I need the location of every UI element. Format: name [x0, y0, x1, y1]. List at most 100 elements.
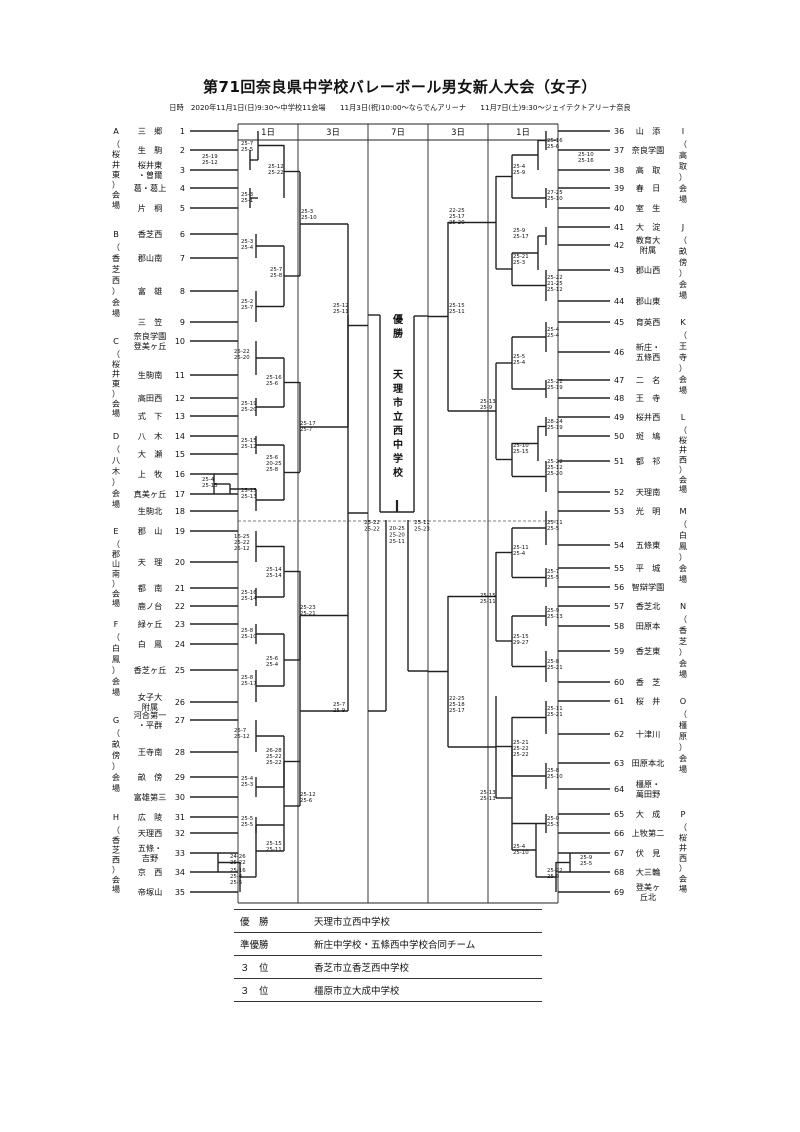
- team-name-right: 室 生: [636, 203, 661, 213]
- venue-char-right: （: [679, 822, 687, 832]
- match-score: 25-7: [300, 427, 312, 433]
- match-score: 25-4: [266, 662, 279, 668]
- venue-letter-left: D: [113, 431, 119, 441]
- venue-char-left: 場: [112, 783, 120, 793]
- match-score: 25-5: [230, 880, 242, 886]
- venue-letter-left: G: [113, 715, 119, 725]
- match-score: 25-7: [547, 569, 559, 575]
- team-number-right: 68: [614, 868, 624, 877]
- match-score: 22-25: [449, 208, 465, 214]
- match-score: 25-5: [241, 147, 253, 153]
- match-score: 25-23: [300, 605, 316, 611]
- match-score: 25-15: [241, 488, 257, 494]
- team-name-left: 畝 傍: [138, 772, 163, 782]
- venue-char-right: 場: [679, 484, 687, 494]
- venue-char-right: 畝: [679, 246, 687, 256]
- match-score: 25-17: [513, 234, 529, 240]
- match-score: 25-3: [241, 239, 253, 245]
- match-score: 25-21: [547, 712, 563, 718]
- team-number-right: 40: [614, 204, 624, 213]
- team-number-left: 15: [175, 450, 185, 459]
- team-name-left: 附属: [142, 702, 158, 712]
- venue-char-left: 郡: [112, 549, 120, 559]
- match-score: 25-9: [547, 874, 560, 880]
- team-name-right: 田原本: [636, 621, 661, 631]
- match-score: 21-25: [547, 281, 563, 287]
- venue-char-right: （: [679, 330, 687, 340]
- venue-char-right: 井: [679, 843, 687, 853]
- match-score: 25-19: [547, 385, 563, 391]
- venue-char-left: （: [112, 632, 120, 642]
- venue-char-right: 傍: [679, 257, 687, 267]
- team-name-left: 鹿ノ台: [138, 601, 163, 611]
- result-rank: ３ 位: [234, 955, 308, 979]
- venue-char-right: 高: [679, 150, 687, 160]
- match-score: 25-22: [547, 868, 563, 874]
- match-score: 25-8: [547, 768, 560, 774]
- team-number-right: 36: [614, 127, 624, 136]
- team-number-left: 32: [175, 829, 185, 838]
- team-name-left: ・曽爾: [138, 170, 163, 180]
- team-name-left: 白 鳳: [138, 639, 163, 649]
- venue-char-right: （: [679, 709, 687, 719]
- venue-letter-right: N: [680, 601, 686, 611]
- venue-char-left: 井: [112, 369, 120, 379]
- team-name-right: 五條西: [636, 352, 661, 362]
- team-name-right: 都 祁: [636, 456, 661, 466]
- match-score: 25-20: [547, 471, 563, 477]
- team-number-right: 49: [614, 413, 624, 422]
- team-name-right: 山 添: [636, 126, 661, 136]
- venue-letter-left: C: [113, 336, 119, 346]
- column-header-day3-right: 3日: [451, 127, 465, 137]
- venue-char-left: 会: [112, 772, 120, 782]
- venue-char-right: ）: [679, 268, 687, 278]
- match-score: 25-15: [513, 449, 529, 455]
- champion-name-char: 学: [393, 452, 403, 465]
- venue-char-left: （: [112, 444, 120, 454]
- match-score: 25-3: [241, 192, 253, 198]
- match-score: 25-10: [513, 850, 529, 856]
- venue-letter-right: K: [680, 317, 686, 327]
- venue-char-right: 取: [679, 161, 687, 171]
- match-score: 25-4: [202, 477, 215, 483]
- match-score: 25-13: [480, 796, 496, 802]
- match-score: 25-22: [234, 540, 250, 546]
- team-number-right: 53: [614, 507, 624, 516]
- venue-char-right: （: [679, 425, 687, 435]
- match-score: 25-8: [547, 659, 560, 665]
- result-row-2: 準優勝 新庄中学校・五條西中学校合同チーム: [234, 932, 542, 956]
- team-number-right: 66: [614, 829, 624, 838]
- match-score: 25-15: [513, 634, 529, 640]
- team-number-left: 21: [175, 584, 185, 593]
- match-score: 25-5: [547, 526, 559, 532]
- venue-char-left: ）: [112, 761, 120, 771]
- match-score: 25-22: [268, 170, 284, 176]
- team-name-right: 十津川: [636, 729, 661, 739]
- match-score: 25-20: [241, 407, 257, 413]
- match-score: 25-3: [513, 260, 525, 266]
- team-name-left: 帝塚山: [138, 887, 163, 897]
- final-score-center: 25-20: [389, 533, 405, 539]
- match-score: 25-15: [241, 438, 257, 444]
- team-name-right: 斑 鳩: [636, 431, 661, 441]
- result-row-1: 優 勝 天理市立西中学校: [234, 909, 542, 933]
- team-name-left: 富雄第三: [134, 792, 167, 802]
- match-score: 25-5: [241, 816, 253, 822]
- match-score: 25-22: [547, 379, 563, 385]
- team-number-right: 60: [614, 678, 624, 687]
- venue-char-right: 会: [679, 658, 687, 668]
- final-score-right: 25-23: [414, 527, 430, 533]
- final-score-right: 25-11: [414, 520, 430, 526]
- venue-char-left: （: [112, 139, 120, 149]
- match-score: 25-5: [241, 822, 253, 828]
- match-score: 28-24: [547, 419, 563, 425]
- match-score: 25-12: [300, 792, 316, 798]
- venue-char-left: （: [112, 728, 120, 738]
- team-name-right: 郡山東: [636, 296, 661, 306]
- team-name-right: 平 城: [636, 563, 661, 573]
- match-score: 25-14: [266, 573, 282, 579]
- match-score: 25-16: [266, 375, 282, 381]
- match-score: 25-7: [234, 728, 246, 734]
- team-name-right: 丘北: [640, 892, 656, 902]
- team-name-right: 新庄・: [636, 342, 661, 352]
